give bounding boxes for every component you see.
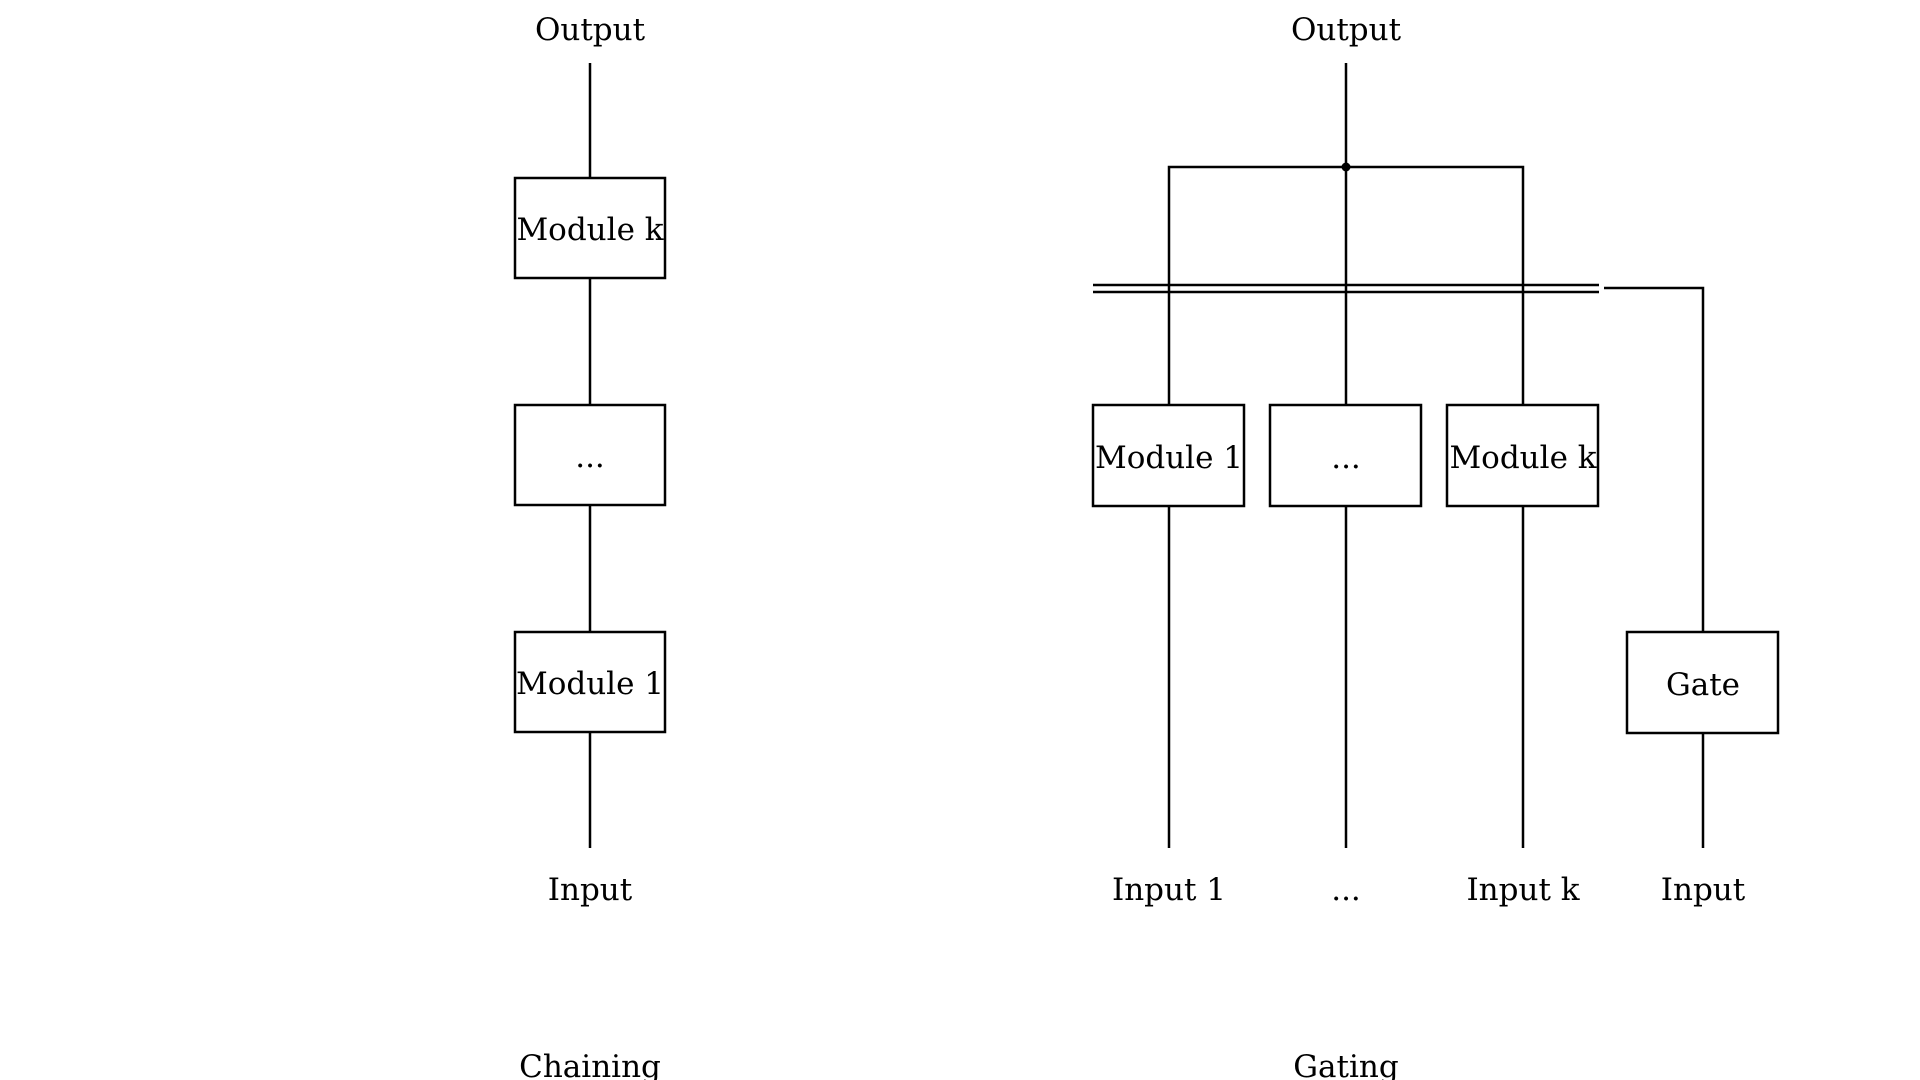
gating-module-1-box	[1091, 403, 1246, 508]
gating-input-ellipsis-label: ...	[1331, 872, 1361, 908]
gating-module-ellipsis-box	[1268, 403, 1423, 508]
chaining-input-label: Input	[548, 872, 633, 908]
gating-module-ellipsis-label: ...	[1331, 440, 1361, 476]
chaining-output-label: Output	[535, 12, 646, 48]
gating-gate-signal-line	[1604, 286, 1705, 632]
gating-gate-input-label: Input	[1661, 872, 1746, 908]
gating-module-k-label: Module k	[1449, 440, 1596, 476]
chaining-module-ellipsis-box	[513, 403, 667, 507]
gating-gate-label: Gate	[1666, 667, 1740, 703]
chaining-module-k-label: Module k	[516, 212, 663, 248]
chaining-diagram: Output Module k ... Module 1 Input Chain…	[513, 12, 667, 1080]
chaining-module-ellipsis-label: ...	[575, 439, 605, 475]
chaining-module-1-label: Module 1	[516, 666, 664, 702]
chaining-module-1-box	[513, 630, 667, 734]
gating-caption: Gating	[1293, 1049, 1398, 1080]
gating-module-1-label: Module 1	[1095, 440, 1243, 476]
gating-output-label: Output	[1291, 12, 1402, 48]
gating-input-k-label: Input k	[1466, 872, 1579, 908]
gating-input-1-label: Input 1	[1112, 872, 1226, 908]
chaining-caption: Chaining	[519, 1049, 661, 1080]
gating-diagram: Output Module 1 ... Module k Gate Input …	[1091, 12, 1780, 1080]
